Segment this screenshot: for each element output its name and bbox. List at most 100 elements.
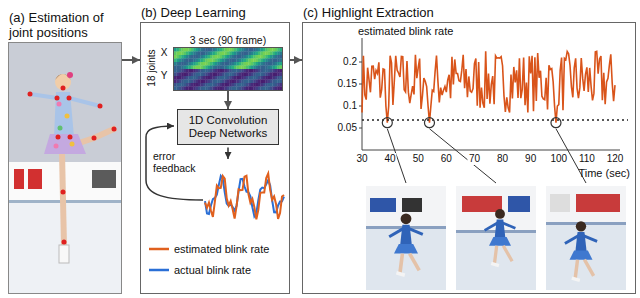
heatmap-cell <box>220 69 223 73</box>
heatmap-cell <box>186 87 189 91</box>
legend-item: estimated blink rate <box>148 243 269 256</box>
heatmap-cell <box>270 62 273 66</box>
heatmap-cell <box>227 52 230 56</box>
heatmap-cell <box>256 62 259 66</box>
heatmap-cell <box>234 80 237 84</box>
heatmap-cell <box>212 80 215 84</box>
heatmap-cell <box>236 62 239 66</box>
heatmap-cell <box>208 66 211 70</box>
heatmap-cell <box>251 62 254 66</box>
heatmap-cell <box>229 52 232 56</box>
heatmap-cell <box>251 59 254 63</box>
heatmap-cell <box>186 76 189 80</box>
heatmap-cell <box>176 55 179 59</box>
heatmap-cell <box>222 87 225 91</box>
heatmap-cell <box>184 59 187 63</box>
heatmap-cell <box>258 52 261 56</box>
heatmap-cell <box>222 55 225 59</box>
heatmap-cell <box>277 62 280 66</box>
heatmap-cell <box>275 69 278 73</box>
heatmap-cell <box>232 87 235 91</box>
heatmap-cell <box>232 66 235 70</box>
heatmap-cell <box>248 83 251 87</box>
heatmap-cell <box>208 83 211 87</box>
highlight-photo <box>576 194 620 212</box>
heatmap-cell <box>270 80 273 84</box>
heatmap-cell <box>244 80 247 84</box>
heatmap-cell <box>227 73 230 77</box>
heatmap-cell <box>186 83 189 87</box>
heatmap-cell <box>275 55 278 59</box>
heatmap-cell <box>236 87 239 91</box>
heatmap-cell <box>205 69 208 73</box>
heatmap-cell <box>246 87 249 91</box>
heatmap-cell <box>246 80 249 84</box>
heatmap-cell <box>203 48 206 52</box>
heatmap-cell <box>248 59 251 63</box>
tick-label: 80 <box>496 153 509 165</box>
heatmap-cell <box>220 52 223 56</box>
heatmap-cell <box>198 48 201 52</box>
heatmap-grid <box>174 48 282 90</box>
heatmap-cell <box>176 62 179 66</box>
heatmap-cell <box>270 69 273 73</box>
heatmap-cell <box>179 62 182 66</box>
skater-photo <box>98 104 103 109</box>
heatmap-cell <box>251 55 254 59</box>
heatmap-cell <box>193 87 196 91</box>
heatmap-cell <box>200 80 203 84</box>
heatmap-cell <box>198 59 201 63</box>
heatmap-cell <box>179 87 182 91</box>
skater-photo <box>61 86 66 91</box>
heatmap-cell <box>203 76 206 80</box>
heatmap-cell <box>241 55 244 59</box>
heatmap-cell <box>210 52 213 56</box>
heatmap-cell <box>265 83 268 87</box>
heatmap-cell <box>224 59 227 63</box>
heatmap-cell <box>186 80 189 84</box>
heatmap-cell <box>232 52 235 56</box>
heatmap-cell <box>272 62 275 66</box>
heatmap-cell <box>239 83 242 87</box>
heatmap-cell <box>198 69 201 73</box>
heatmap-cell <box>272 87 275 91</box>
heatmap-cell <box>229 83 232 87</box>
heatmap-cell <box>277 59 280 63</box>
tick-label: 40 <box>384 153 397 165</box>
heatmap-cell <box>186 52 189 56</box>
heatmap-cell <box>193 66 196 70</box>
heatmap-cell <box>196 59 199 63</box>
flow-arrow <box>228 147 229 159</box>
heatmap-cell <box>200 73 203 77</box>
heatmap-cell <box>208 62 211 66</box>
heatmap-cell <box>241 73 244 77</box>
heatmap-cell <box>232 73 235 77</box>
heatmap-cell <box>260 66 263 70</box>
heatmap-cell <box>210 48 213 52</box>
heatmap-cell <box>203 73 206 77</box>
heatmap-cell <box>193 73 196 77</box>
heatmap-cell <box>258 55 261 59</box>
legend-text: estimated blink rate <box>174 243 269 256</box>
heatmap-cell <box>277 87 280 91</box>
blink-rate-chart <box>362 150 620 151</box>
heatmap-cell <box>196 73 199 77</box>
heatmap-cell <box>176 59 179 63</box>
legend-item: actual blink rate <box>148 264 251 277</box>
skater-photo <box>70 142 75 147</box>
heatmap-cell <box>208 59 211 63</box>
heatmap-cell <box>176 76 179 80</box>
heatmap-cell <box>200 66 203 70</box>
heatmap-cell <box>212 66 215 70</box>
heatmap-cell <box>210 55 213 59</box>
heatmap-cell <box>200 76 203 80</box>
heatmap-cell <box>210 83 213 87</box>
skater-photo <box>112 127 117 132</box>
heatmap-cell <box>198 83 201 87</box>
heatmap-cell <box>241 59 244 63</box>
tick-label: 0.1 <box>343 100 357 112</box>
heatmap-cell <box>270 83 273 87</box>
heatmap-cell <box>198 87 201 91</box>
heatmap-cell <box>224 73 227 77</box>
blink-rate-chart <box>359 38 628 183</box>
